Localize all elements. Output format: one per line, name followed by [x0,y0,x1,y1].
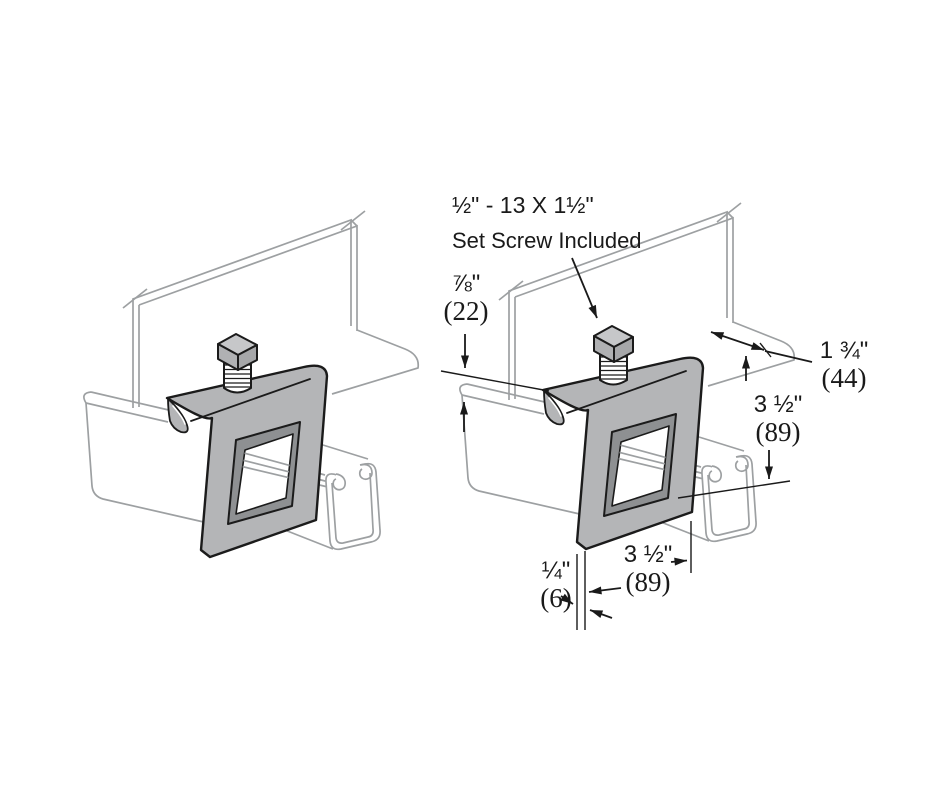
dim-max-flange-imperial: 1 ¾" [819,337,869,364]
dim-height-metric: (89) [755,417,801,448]
dim-thickness-imperial: ¼" [541,557,571,584]
set-screw-note-line1: ½" - 13 X 1½" [452,192,594,218]
dim-height-imperial: 3 ½" [753,391,803,418]
set-screw-note-line2: Set Screw Included [452,228,642,253]
dim-throat: ⅞" (22) [428,271,504,326]
set-screw-leader-arrow [571,257,598,319]
dim-max-flange-metric: (44) [821,363,867,394]
dim-width-imperial: 3 ½" [623,541,673,568]
throat-extension-line [440,370,550,392]
max-flange-tick [759,342,772,358]
max-flange-leader [764,350,813,363]
dim-max-flange: 1 ¾" (44) [800,338,888,393]
height-extension-line [677,480,791,499]
dim-width: 3 ½" (89) [608,542,688,597]
thickness-arrow-left [589,609,613,619]
dimension-annotations [440,257,813,630]
width-arrow-left [588,586,622,595]
width-arrow-right [670,557,688,566]
thickness-arrow-right [560,593,574,605]
dim-height: 3 ½" (89) [738,392,818,447]
dim-throat-metric: (22) [443,296,489,327]
dim-thickness: ¼" (6) [522,558,590,613]
dim-width-metric: (89) [625,567,671,598]
width-extension-lines-left [576,551,586,630]
dim-thickness-metric: (6) [540,583,572,614]
dim-throat-imperial: ⅞" [451,270,481,297]
max-flange-dim-arrow [710,331,765,351]
right-figure [460,203,794,549]
left-figure [84,211,418,557]
